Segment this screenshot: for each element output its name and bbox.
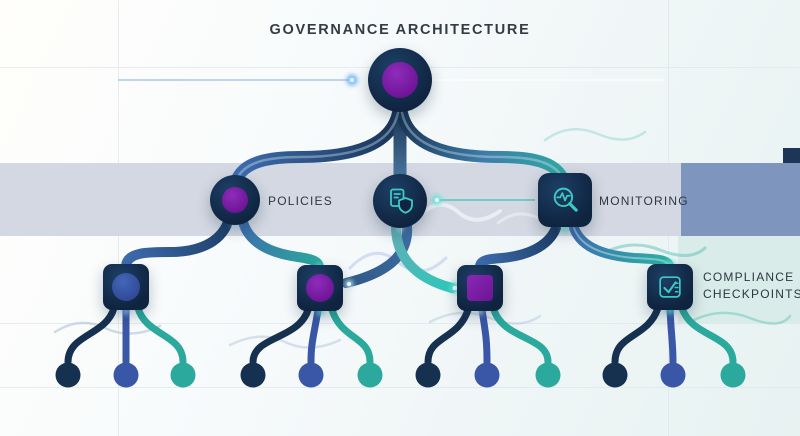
leaf-node xyxy=(535,362,561,388)
glow-dot xyxy=(561,225,569,233)
policies-to-checkpoint2-link xyxy=(238,217,324,273)
compliance-node xyxy=(647,264,693,310)
monitoring-label: MONITORING xyxy=(599,194,689,208)
leaf-node xyxy=(474,362,500,388)
wave xyxy=(228,335,342,349)
leaf-nodes xyxy=(55,362,746,388)
root-to-policies-link xyxy=(232,100,405,183)
checkpoint-1-core xyxy=(112,273,140,301)
diagram-title: GOVERNANCE ARCHITECTURE xyxy=(269,22,531,38)
checkpoint-3-core xyxy=(467,275,493,301)
document-shield-icon xyxy=(390,188,413,214)
glow-dot-core xyxy=(434,197,440,203)
leaf-node xyxy=(415,362,441,388)
checkpoint-2-core xyxy=(306,274,334,302)
dark-accent-sliver xyxy=(783,148,800,163)
compliance-band xyxy=(678,236,800,324)
policy-document-node xyxy=(373,174,427,228)
wave xyxy=(543,127,647,142)
leaf-node xyxy=(720,362,746,388)
leaf-stem xyxy=(328,306,374,366)
root-to-monitoring-link xyxy=(395,100,568,183)
leaf-stem xyxy=(307,306,322,366)
leaf-stem xyxy=(666,304,677,366)
glow-dot-core xyxy=(452,285,458,291)
middle-row-band-right xyxy=(681,163,800,236)
wave xyxy=(496,212,542,225)
monitoring-to-compliance-link xyxy=(569,223,674,271)
monitoring-node xyxy=(538,173,592,227)
grid-line xyxy=(0,323,800,324)
root-core xyxy=(382,62,418,98)
leaf-stem xyxy=(134,304,187,366)
glow-dot-core xyxy=(349,77,355,83)
ribbon-highlight xyxy=(236,104,401,179)
leaf-node xyxy=(660,362,686,388)
decorative-waves xyxy=(53,127,792,349)
wave xyxy=(428,311,542,325)
compliance-label: COMPLIANCE CHECKPOINTS xyxy=(703,270,800,302)
leaf-node xyxy=(240,362,266,388)
leaf-stem xyxy=(611,304,662,366)
policies-label: POLICIES xyxy=(268,194,333,208)
leaf-stem xyxy=(64,304,118,366)
leaf-stem xyxy=(490,306,552,366)
document-to-checkpoint3-link xyxy=(391,221,457,293)
root-branches xyxy=(232,100,568,183)
checkpoint-1-node xyxy=(103,264,149,310)
leaf-stem xyxy=(424,306,472,366)
policies-to-checkpoint1-link xyxy=(121,217,233,271)
monitoring-to-checkpoint3-link xyxy=(475,223,561,271)
leaf-node xyxy=(55,362,81,388)
leaf-node xyxy=(298,362,324,388)
checklist-check-icon xyxy=(659,276,681,298)
wave xyxy=(53,321,162,335)
policies-core xyxy=(222,187,248,213)
magnifier-pulse-icon xyxy=(553,187,578,212)
wave xyxy=(598,243,707,257)
wave xyxy=(418,202,502,222)
wave xyxy=(688,311,792,325)
ribbon-highlight xyxy=(573,227,670,267)
root-node xyxy=(368,48,432,112)
checkpoint-2-node xyxy=(297,265,343,311)
leaf-stem xyxy=(249,306,312,366)
policies-node xyxy=(210,175,260,225)
document-to-checkpoint2-link xyxy=(341,221,413,288)
leaf-node xyxy=(170,362,196,388)
ribbon-highlight xyxy=(399,104,564,179)
leaf-stems xyxy=(64,304,737,366)
leaf-stem xyxy=(678,304,737,366)
leaf-stem xyxy=(478,306,491,366)
grid-line xyxy=(0,387,800,388)
mid-branches xyxy=(121,217,674,293)
leaf-node xyxy=(113,362,139,388)
leaf-node xyxy=(602,362,628,388)
leaf-node xyxy=(357,362,383,388)
glow-dot-core xyxy=(347,282,351,286)
checkpoint-3-node xyxy=(457,265,503,311)
